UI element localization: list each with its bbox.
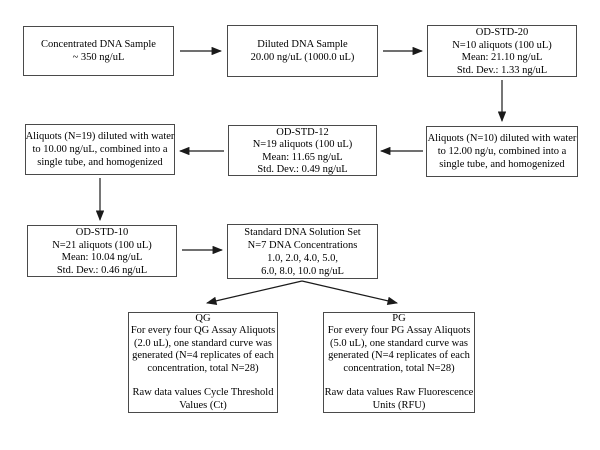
box-od-std-12: OD-STD-12 N=19 aliquots (100 uL) Mean: 1… xyxy=(228,125,377,176)
text-line: (2.0 uL), one standard curve was xyxy=(134,337,272,349)
box-od-std-20: OD-STD-20 N=10 aliquots (100 uL) Mean: 2… xyxy=(427,25,577,77)
text-line: Units (RFU) xyxy=(372,399,426,411)
text-line: N=21 aliquots (100 uL) xyxy=(52,239,152,251)
text-line: single tube, and homogenized xyxy=(439,159,565,170)
text-line: Mean: 21.10 ng/uL xyxy=(461,52,543,63)
text-line: Mean: 11.65 ng/uL xyxy=(262,151,343,163)
text-line: OD-STD-20 xyxy=(475,27,529,38)
text-line: 1.0, 2.0, 4.0, 5.0, xyxy=(267,252,338,264)
arrow-standard-set-to-qg xyxy=(205,280,303,305)
text-line: Values (Ct) xyxy=(179,399,227,411)
text-line: For every four QG Assay Aliquots xyxy=(130,325,276,337)
text-line: Raw data values Cycle Threshold xyxy=(132,387,274,399)
text-line: Diluted DNA Sample xyxy=(257,39,348,50)
text-line: (5.0 uL), one standard curve was xyxy=(330,337,468,349)
text-line: N=10 aliquots (100 uL) xyxy=(452,39,552,51)
box-diluted-dna-sample: Diluted DNA Sample 20.00 ng/uL (1000.0 u… xyxy=(227,25,378,77)
text-line: generated (N=4 replicates of each xyxy=(328,350,470,362)
text-line: Concentrated DNA Sample xyxy=(41,39,156,50)
text-line: to 10.00 ng/uL, combined into a xyxy=(32,144,168,155)
box-qg-assay: QG For every four QG Assay Aliquots (2.0… xyxy=(128,312,278,413)
box-aliquots-n19-diluted: Aliquots (N=19) diluted with water to 10… xyxy=(25,124,175,175)
text-line: QG xyxy=(195,313,211,325)
text-line: concentration, total N=28) xyxy=(343,362,455,374)
text-line: Raw data values Raw Fluorescence xyxy=(324,387,474,399)
text-line: generated (N=4 replicates of each xyxy=(132,350,274,362)
text-line: Standard DNA Solution Set xyxy=(244,226,361,238)
text-line: Aliquots (N=19) diluted with water xyxy=(25,131,175,142)
text-line: to 12.00 ng/u, combined into a xyxy=(437,146,567,157)
text-line: N=7 DNA Concentrations xyxy=(247,239,358,251)
text-line: OD-STD-10 xyxy=(75,227,129,238)
box-aliquots-n10-diluted: Aliquots (N=10) diluted with water to 12… xyxy=(426,126,578,177)
text-line: 20.00 ng/uL (1000.0 uL) xyxy=(250,52,355,63)
box-concentrated-dna-sample: Concentrated DNA Sample ~ 350 ng/uL xyxy=(23,26,174,76)
text-line: Std. Dev.: 0.46 ng/uL xyxy=(56,264,148,276)
text-line: 6.0, 8.0, 10.0 ng/uL xyxy=(261,265,344,277)
box-standard-dna-solution-set: Standard DNA Solution Set N=7 DNA Concen… xyxy=(227,224,378,279)
text-line: Std. Dev.: 1.33 ng/uL xyxy=(456,64,548,76)
text-line: Aliquots (N=10) diluted with water xyxy=(427,133,577,144)
text-line: For every four PG Assay Aliquots xyxy=(327,325,471,337)
text-line: OD-STD-12 xyxy=(276,127,329,138)
text-line: ~ 350 ng/uL xyxy=(72,52,125,63)
text-line: Mean: 10.04 ng/uL xyxy=(61,252,143,263)
text-line: N=19 aliquots (100 uL) xyxy=(252,139,353,151)
box-od-std-10: OD-STD-10 N=21 aliquots (100 uL) Mean: 1… xyxy=(27,225,177,277)
text-line: concentration, total N=28) xyxy=(147,362,259,374)
arrow-standard-set-to-pg xyxy=(301,280,399,305)
box-pg-assay: PG For every four PG Assay Aliquots (5.0… xyxy=(323,312,475,413)
text-line: single tube, and homogenized xyxy=(37,157,163,168)
text-line: PG xyxy=(392,313,406,325)
text-line: Std. Dev.: 0.49 ng/uL xyxy=(257,163,348,175)
